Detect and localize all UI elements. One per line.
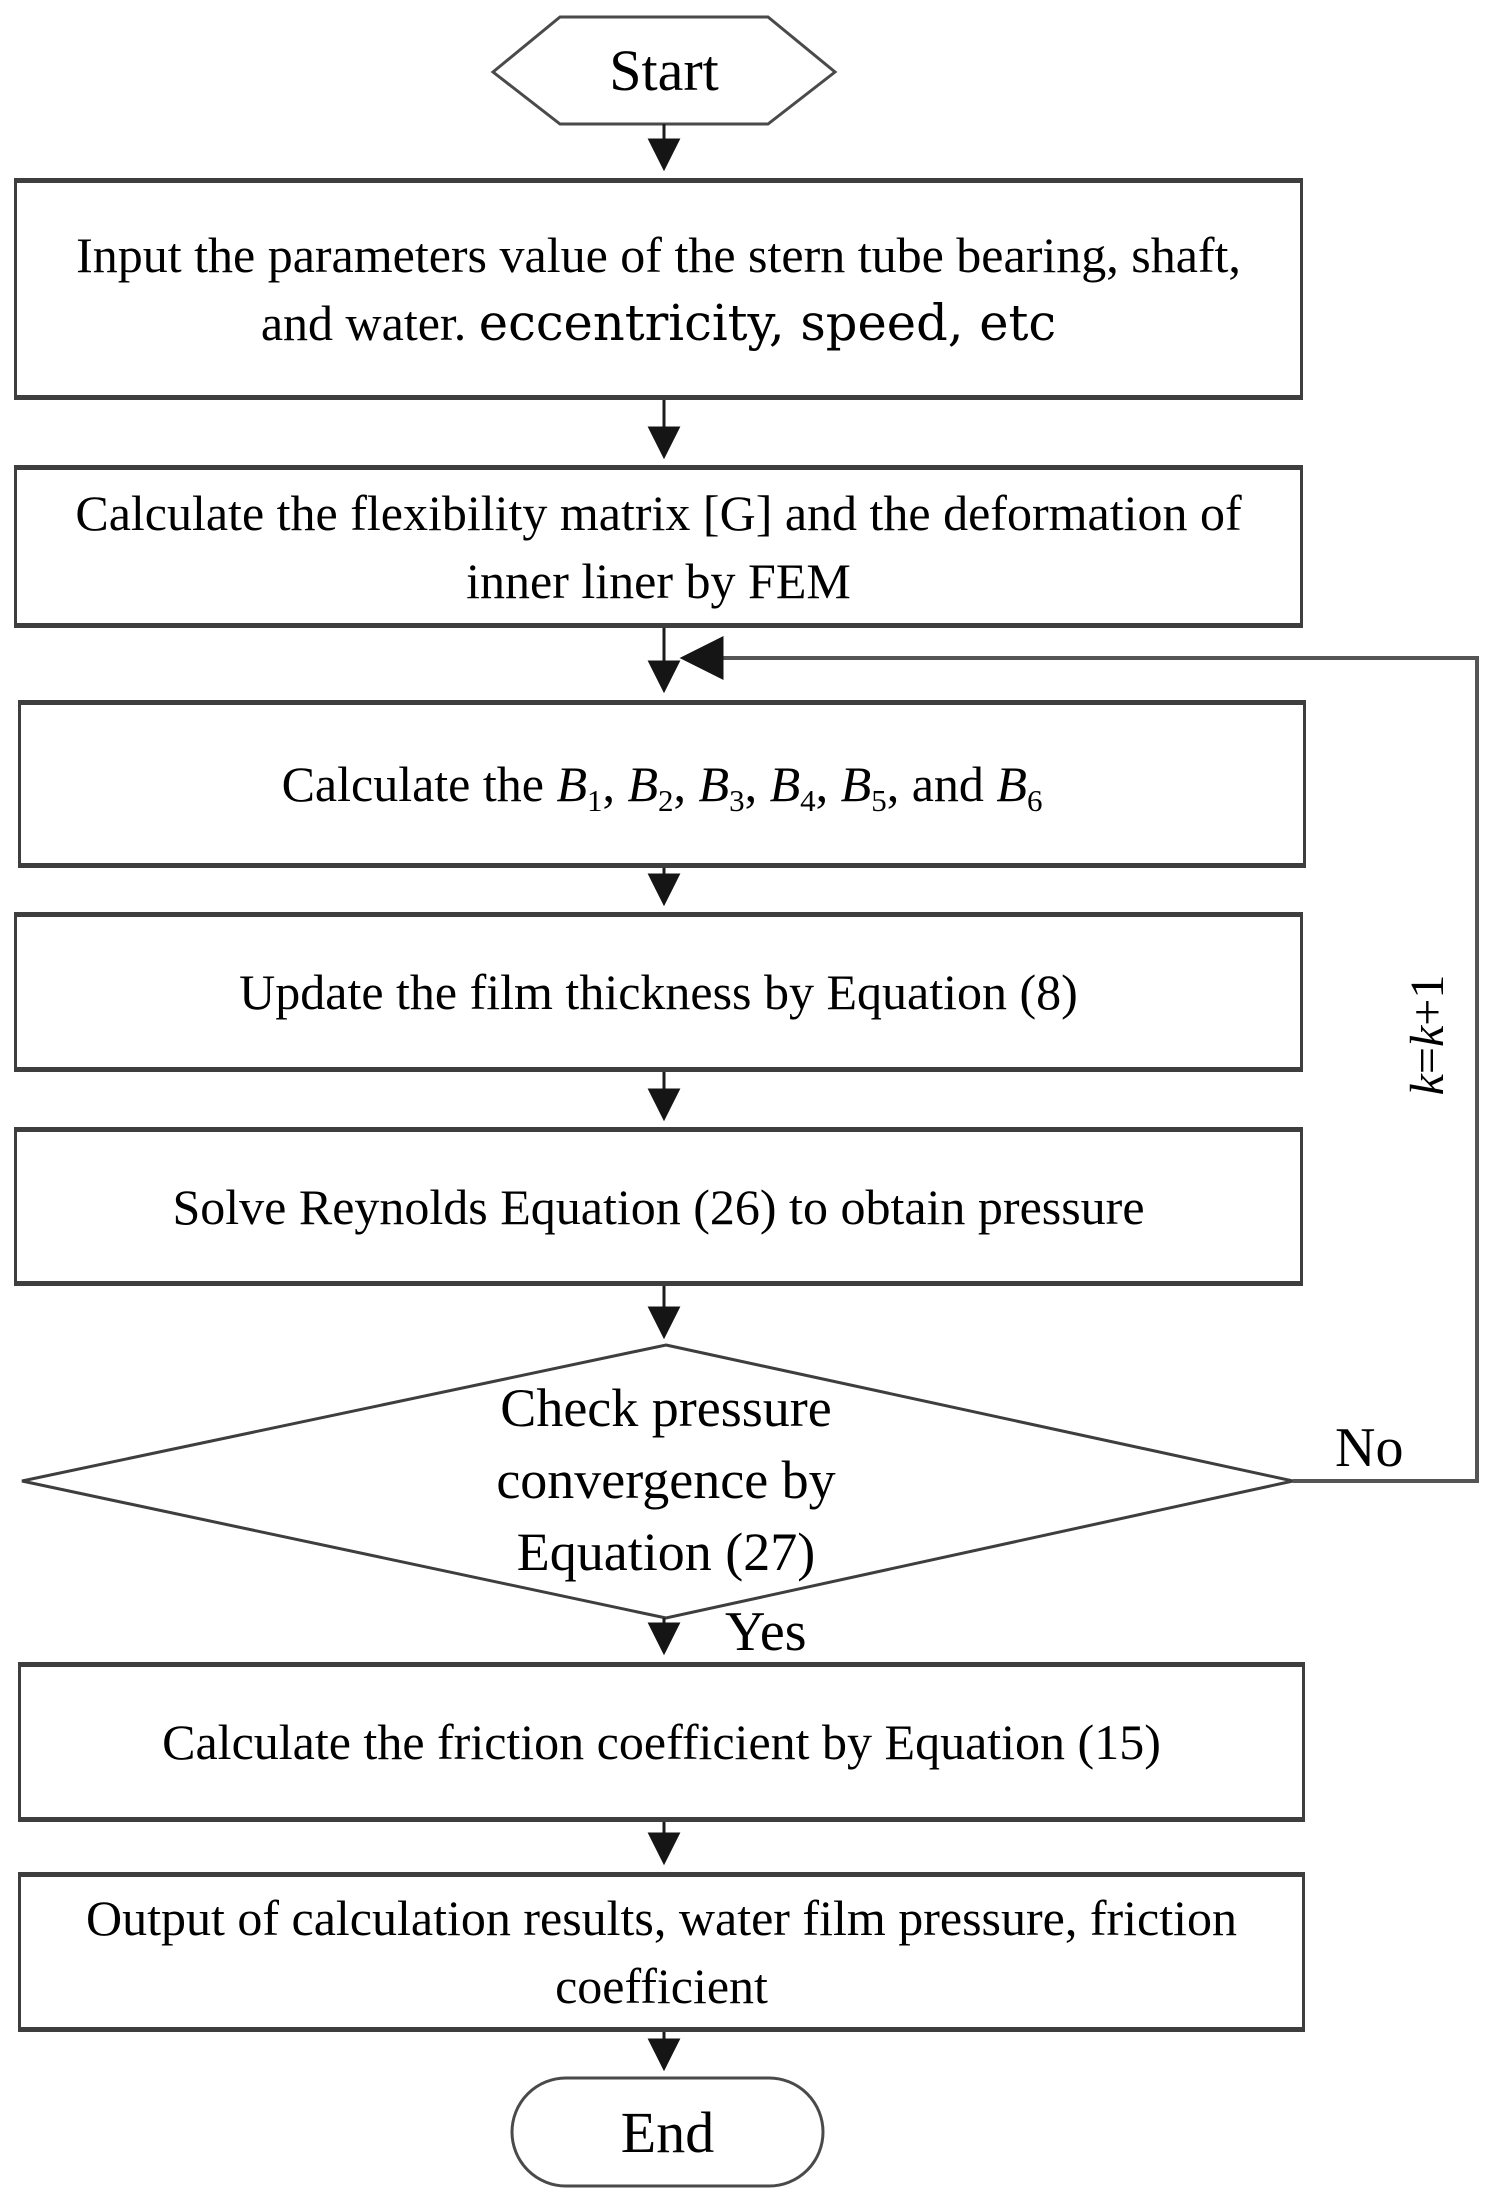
node-input-parameters: Input the parameters value of the stern … — [14, 178, 1303, 400]
node-output-results: Output of calculation results, water fil… — [18, 1872, 1305, 2032]
edge-label-no: No — [1335, 1417, 1404, 1479]
end-node: End — [512, 2078, 823, 2186]
node-input-parameters-text: Input the parameters value of the stern … — [76, 227, 1241, 352]
node-update-film-thickness: Update the film thickness by Equation (8… — [14, 912, 1303, 1072]
decision-pressure-convergence-text: Check pressure convergence by Equation (… — [496, 1378, 836, 1582]
node-flexibility-matrix: Calculate the flexibility matrix [G] and… — [14, 465, 1303, 628]
arrow-feedback-no-loop — [679, 636, 1479, 1483]
start-label: Start — [609, 38, 719, 103]
node-calc-b-coefficients-text: Calculate the B1, B2, B3, B4, B5, and B6 — [281, 756, 1043, 818]
node-update-film-thickness-text: Update the film thickness by Equation (8… — [239, 964, 1078, 1020]
edge-label-yes: Yes — [725, 1601, 807, 1663]
start-node-shape — [490, 15, 838, 126]
node-calc-b-coefficients: Calculate the B1, B2, B3, B4, B5, and B6 — [18, 700, 1306, 868]
node-solve-reynolds-text: Solve Reynolds Equation (26) to obtain p… — [172, 1178, 1145, 1235]
node-flexibility-matrix-text: Calculate the flexibility matrix [G] and… — [75, 484, 1242, 609]
node-friction-coefficient: Calculate the friction coefficient by Eq… — [18, 1662, 1305, 1822]
node-friction-coefficient-text: Calculate the friction coefficient by Eq… — [162, 1714, 1161, 1770]
decision-diamond-shape — [21, 1343, 1294, 1620]
end-node-shape — [510, 2076, 825, 2188]
node-solve-reynolds: Solve Reynolds Equation (26) to obtain p… — [14, 1127, 1303, 1286]
decision-pressure-convergence: Check pressure convergence by Equation (… — [426, 1372, 906, 1588]
end-label: End — [620, 2099, 715, 2165]
edge-label-iteration: k=k+1 — [1401, 974, 1454, 1096]
node-output-results-text: Output of calculation results, water fil… — [85, 1890, 1238, 2014]
start-node: Start — [493, 17, 835, 124]
